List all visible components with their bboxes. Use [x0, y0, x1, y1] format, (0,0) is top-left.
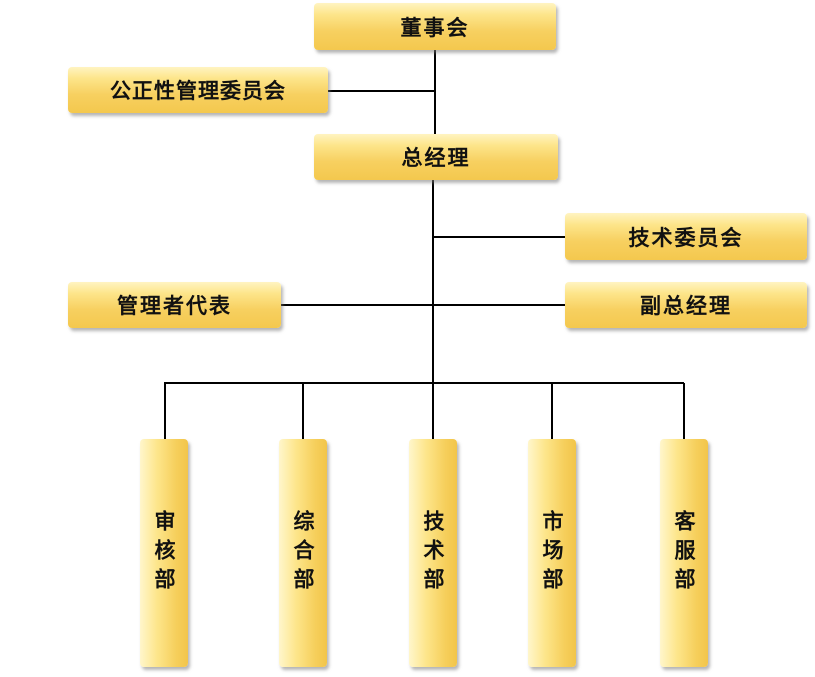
node-dept-marketing: 市场部 [528, 439, 576, 667]
node-technical-committee: 技术委员会 [565, 213, 807, 260]
node-impartiality-committee: 公正性管理委员会 [68, 67, 328, 113]
connector-dept-1 [164, 383, 166, 439]
node-dept-technical: 技术部 [409, 439, 457, 667]
connector-dept-2 [302, 383, 304, 439]
node-board: 董事会 [314, 3, 556, 50]
connector-mgmt-rep-deputy [281, 304, 565, 306]
connector-board-gm [434, 50, 436, 134]
connector-technical-committee [433, 236, 565, 238]
connector-dept-5 [683, 383, 685, 439]
connector-impartiality [328, 90, 435, 92]
node-dept-general-affairs: 综合部 [279, 439, 327, 667]
connector-dept-4 [551, 383, 553, 439]
connector-gm-trunk [432, 180, 434, 384]
node-dept-customer-service: 客服部 [660, 439, 708, 667]
node-deputy-general-manager: 副总经理 [565, 282, 807, 328]
node-management-representative: 管理者代表 [68, 282, 281, 328]
node-general-manager: 总经理 [314, 134, 558, 180]
connector-departments-bus [164, 382, 684, 384]
node-dept-audit: 审核部 [140, 439, 188, 667]
connector-dept-3 [432, 383, 434, 439]
